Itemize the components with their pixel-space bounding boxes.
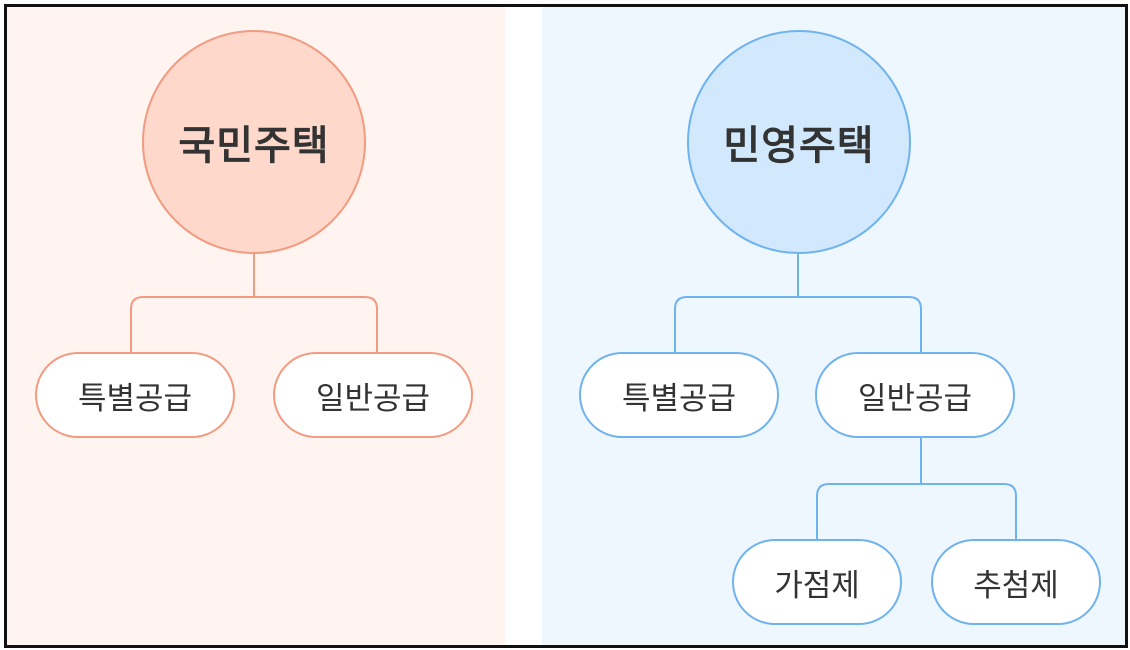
private-housing-label: 민영주택	[723, 123, 875, 169]
diagram-frame: 국민주택 민영주택 특별공급 일반공급 특별공급 일반공급 가점제 추첨제	[4, 4, 1128, 648]
national-housing-label: 국민주택	[178, 123, 330, 169]
private-housing-node: 민영주택	[687, 30, 911, 254]
point-system-node: 가점제	[732, 539, 902, 625]
left-special-supply-node: 특별공급	[35, 352, 235, 438]
lottery-system-node: 추첨제	[931, 539, 1101, 625]
connector-right-sub-branch	[816, 483, 1017, 539]
connector-left-branch	[130, 296, 378, 352]
national-housing-node: 국민주택	[142, 30, 366, 254]
connector-right-branch	[674, 296, 922, 352]
left-general-supply-node: 일반공급	[273, 352, 473, 438]
left-special-supply-label: 특별공급	[77, 380, 193, 417]
point-system-label: 가점제	[774, 567, 860, 604]
right-general-supply-label: 일반공급	[857, 380, 973, 417]
left-general-supply-label: 일반공급	[315, 380, 431, 417]
lottery-system-label: 추첨제	[973, 567, 1059, 604]
right-general-supply-node: 일반공급	[815, 352, 1015, 438]
right-special-supply-label: 특별공급	[621, 380, 737, 417]
right-special-supply-node: 특별공급	[579, 352, 779, 438]
connector-lines	[130, 254, 1017, 539]
